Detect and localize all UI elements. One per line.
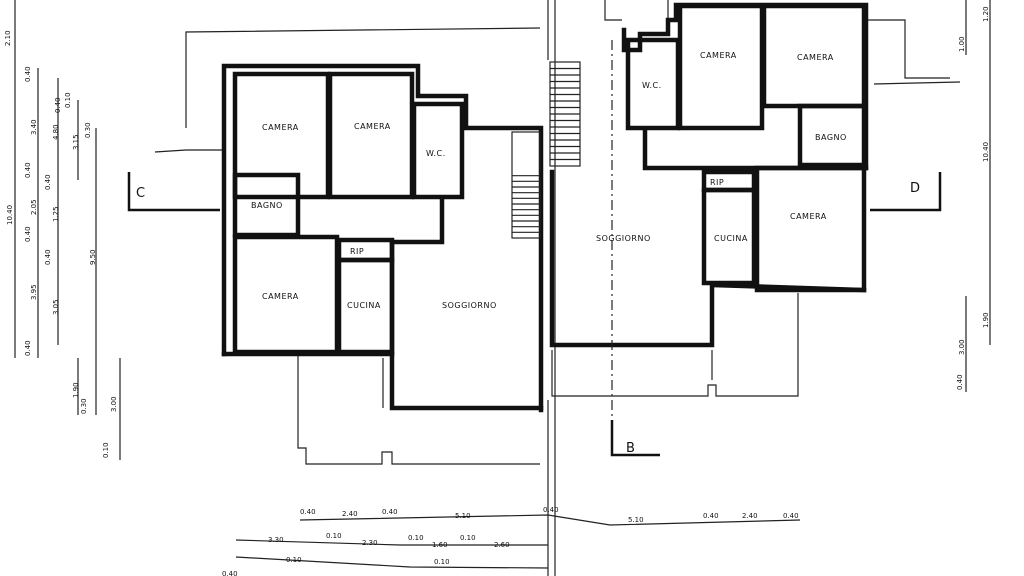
dimension-label: 0.40 [956,374,964,390]
room-cucina: CUCINA [714,234,748,243]
dimension-label: 5.10 [455,512,471,520]
dimension-label: 0.40 [24,340,32,356]
dimension-label: 0.40 [24,66,32,82]
room-camera: CAMERA [790,212,827,221]
dimension-label: 0.40 [44,174,52,190]
room-cucina: CUCINA [347,301,381,310]
dimension-label: 1.00 [958,36,966,52]
dimension-label: 2.10 [4,30,12,46]
dimension-label: 1.90 [72,382,80,398]
dimension-label: 3.95 [30,284,38,300]
dimension-label: 0.40 [222,570,238,576]
section-label-b: B [626,441,635,456]
dimension-label: 9.50 [89,249,97,265]
dimension-label: 0.10 [326,532,342,540]
site-outline [154,0,961,576]
dimension-label: 5.10 [628,516,644,524]
room-camera: CAMERA [797,53,834,62]
dimension-label: 3.40 [30,119,38,135]
dimension-label: 2.30 [362,539,378,547]
room-camera: CAMERA [262,292,299,301]
room-camera: CAMERA [262,123,299,132]
dimension-label: 2.05 [30,199,38,215]
dimension-lines [14,0,991,569]
room-bagno: BAGNO [251,201,283,210]
dimension-label: 0.40 [543,506,559,514]
dimension-label: 3.00 [110,396,118,412]
dimension-label: 3.05 [52,299,60,315]
dimension-label: 1.20 [982,6,990,22]
room-wc: W.C. [426,149,446,158]
dimension-label: 0.40 [382,508,398,516]
dimension-label: 0.40 [703,512,719,520]
dimension-label: 1.60 [432,541,448,549]
room-camera: CAMERA [700,51,737,60]
dimension-label: 0.10 [64,92,72,108]
dimension-label: 0.30 [84,122,92,138]
dimension-label: 0.10 [408,534,424,542]
left-room-labels: CAMERA CAMERA W.C. BAGNO RIP CAMERA CUCI… [251,122,497,310]
room-soggiorno: SOGGIORNO [596,234,651,243]
dimension-label: 2.40 [742,512,758,520]
dimension-label: 0.40 [300,508,316,516]
dimension-label: 3.00 [958,339,966,355]
dimension-label: 0.40 [54,97,62,113]
room-rip: RIP [350,247,364,256]
dimension-label: 0.30 [80,398,88,414]
dimension-label: 0.40 [24,226,32,242]
dimension-label: 2.60 [494,541,510,549]
dimension-label: 0.10 [286,556,302,564]
right-unit-walls [549,2,869,397]
room-camera: CAMERA [354,122,391,131]
dimension-label: 10.40 [6,205,14,225]
dimension-label: 2.40 [342,510,358,518]
dimension-label: 0.10 [102,442,110,458]
dimension-label: 3.30 [268,536,284,544]
dimension-label: 3.15 [72,134,80,150]
left-stair [512,175,540,233]
left-dimension-labels: 2.10 0.40 3.40 0.40 2.05 0.40 3.95 0.40 … [4,30,118,458]
right-room-labels: W.C. CAMERA CAMERA BAGNO RIP CAMERA CUCI… [596,51,847,243]
room-wc: W.C. [642,81,662,90]
room-soggiorno: SOGGIORNO [442,301,497,310]
right-dimension-labels: 1.20 1.00 10.40 3.00 0.40 1.90 [956,6,990,390]
dimension-label: 1.25 [52,206,60,222]
dimension-label: 4.80 [52,124,60,140]
dimension-label: 0.10 [434,558,450,566]
section-label-c: C [136,186,145,201]
dimension-label: 0.40 [24,162,32,178]
section-marker-d: D [870,172,942,212]
dimension-label: 0.10 [460,534,476,542]
bottom-dimension-labels: 0.40 2.40 0.40 5.10 0.40 5.10 0.40 2.40 0.40 3.30… [222,506,799,576]
dimension-label: 0.40 [44,249,52,265]
dimension-label: 10.40 [982,142,990,162]
section-marker-c: C [127,172,220,212]
section-marker-b: B [610,40,660,457]
room-rip: RIP [710,178,724,187]
dimension-label: 0.40 [783,512,799,520]
section-label-d: D [910,181,920,196]
dimension-label: 1.90 [982,312,990,328]
left-unit-walls [221,63,544,465]
center-stair-treads [550,67,580,161]
room-bagno: BAGNO [815,133,847,142]
